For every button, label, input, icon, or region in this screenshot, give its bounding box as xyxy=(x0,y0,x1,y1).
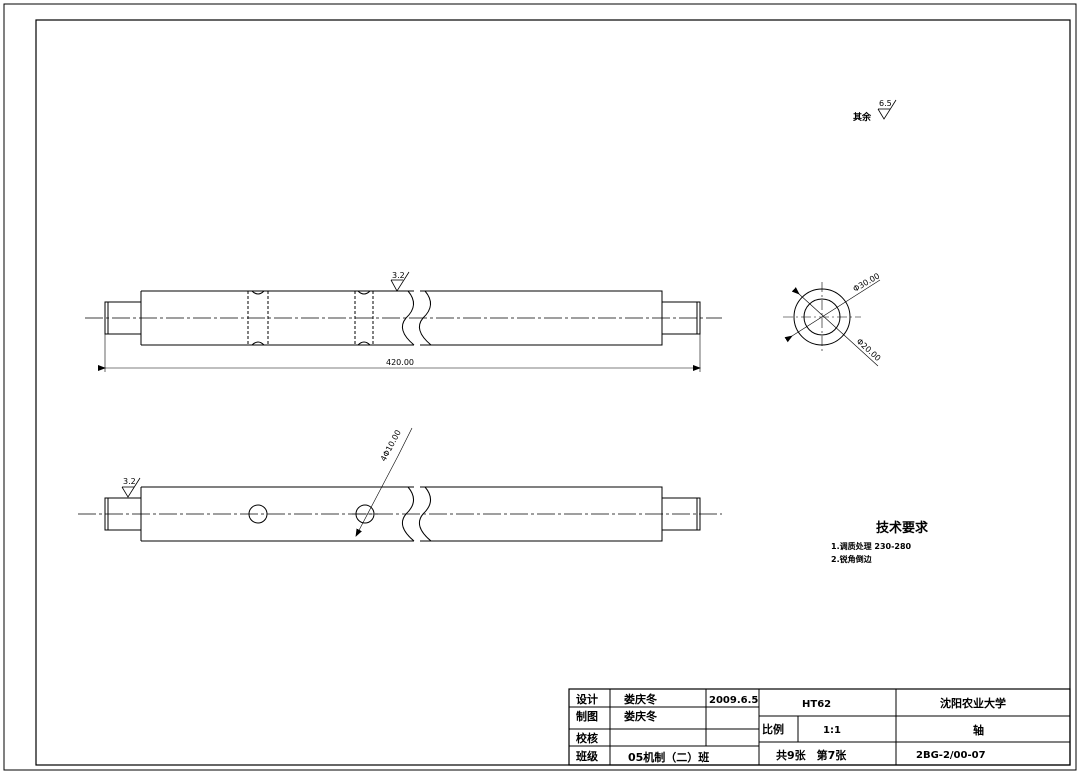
roughness-symbol-icon xyxy=(877,99,897,120)
part-name: 轴 xyxy=(973,723,984,737)
drawer-label: 制图 xyxy=(576,709,598,723)
roughness-bottom-value: 3.2 xyxy=(123,477,136,486)
title-block xyxy=(568,688,1071,766)
scale-label: 比例 xyxy=(762,722,784,736)
scale-value: 1:1 xyxy=(823,725,841,736)
tech-req-title: 技术要求 xyxy=(876,520,929,536)
class-name: 05机制（二）班 xyxy=(628,750,709,764)
outer-circle xyxy=(793,288,851,346)
inner-diameter-dim: Φ20.00 xyxy=(855,337,883,363)
material: HT62 xyxy=(802,699,831,710)
inner-circle xyxy=(803,298,841,336)
outer-border xyxy=(3,3,1077,771)
sheet-count: 共9张 第7张 xyxy=(776,748,847,762)
hole-1 xyxy=(248,504,268,524)
designer-name: 娄庆冬 xyxy=(624,692,657,706)
roughness-symbol-icon xyxy=(390,271,410,292)
tech-req-item-1: 1.调质处理 230-280 xyxy=(831,541,912,551)
break-line-bottom xyxy=(401,486,415,542)
shaft-hole-view xyxy=(78,427,722,542)
inner-border xyxy=(35,19,1071,766)
cross-section-view xyxy=(783,279,881,367)
length-dimension: 420.00 xyxy=(386,358,414,367)
designer-label: 设计 xyxy=(576,692,598,706)
roughness-top-value: 3.2 xyxy=(392,271,405,280)
outer-diameter-dim: Φ30.00 xyxy=(852,271,882,293)
drawing-code: 2BG-2/00-07 xyxy=(916,750,986,761)
roughness-symbol-icon xyxy=(121,477,141,498)
school-name: 沈阳农业大学 xyxy=(940,696,1006,710)
technical-requirements: 技术要求 1.调质处理 230-280 2.锐角倒边 xyxy=(831,520,929,564)
roughness-note-value: 6.5 xyxy=(879,99,892,108)
class-label: 班级 xyxy=(576,749,599,763)
roughness-note-label: 其余 xyxy=(853,111,872,123)
general-roughness-note: 其余 6.5 xyxy=(853,99,897,123)
checker-label: 校核 xyxy=(576,731,598,745)
design-date: 2009.6.5 xyxy=(709,695,758,706)
tech-req-item-2: 2.锐角倒边 xyxy=(831,554,873,564)
shaft-front-view xyxy=(85,271,722,372)
drawer-name: 娄庆冬 xyxy=(624,709,657,723)
break-line-top xyxy=(401,290,415,346)
hole-dimension: 4Φ10.00 xyxy=(379,428,403,463)
